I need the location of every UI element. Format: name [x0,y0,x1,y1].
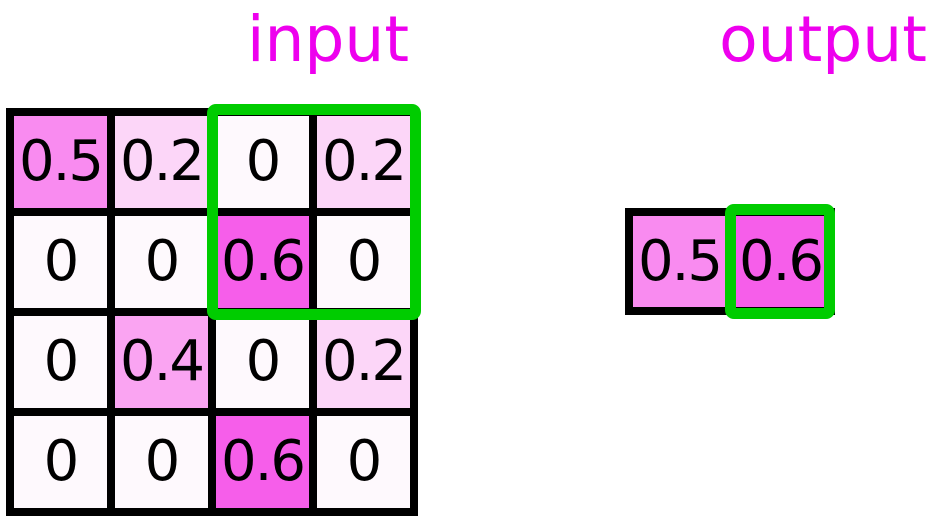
input-cell-r3c1: 0 [107,408,216,516]
output-grid-row: 0.5 0.6 [625,208,835,315]
input-cell-r0c3: 0.2 [309,108,418,216]
input-cell-r1c3: 0 [309,208,418,316]
input-cell-r1c0: 0 [6,208,115,316]
input-cell-r0c0: 0.5 [6,108,115,216]
input-grid-row: 0 0 0.6 0 [6,408,418,516]
input-cell-r3c0: 0 [6,408,115,516]
input-title: input [246,3,410,76]
input-grid-row: 0 0.4 0 0.2 [6,308,418,416]
output-cell-0: 0.5 [625,208,734,315]
output-grid: 0.5 0.6 [625,208,835,315]
input-cell-r0c2: 0 [208,108,317,216]
input-cell-r1c2: 0.6 [208,208,317,316]
input-cell-r3c2: 0.6 [208,408,317,516]
output-title: output [719,3,927,76]
input-grid: 0.5 0.2 0 0.2 0 0 0.6 0 0 0.4 0 0.2 0 0 … [6,108,418,516]
input-cell-r3c3: 0 [309,408,418,516]
input-cell-r2c3: 0.2 [309,308,418,416]
output-cell-1: 0.6 [726,208,835,315]
input-cell-r2c2: 0 [208,308,317,416]
input-cell-r2c0: 0 [6,308,115,416]
input-cell-r0c1: 0.2 [107,108,216,216]
input-cell-r2c1: 0.4 [107,308,216,416]
input-cell-r1c1: 0 [107,208,216,316]
input-grid-row: 0.5 0.2 0 0.2 [6,108,418,216]
input-grid-row: 0 0 0.6 0 [6,208,418,316]
